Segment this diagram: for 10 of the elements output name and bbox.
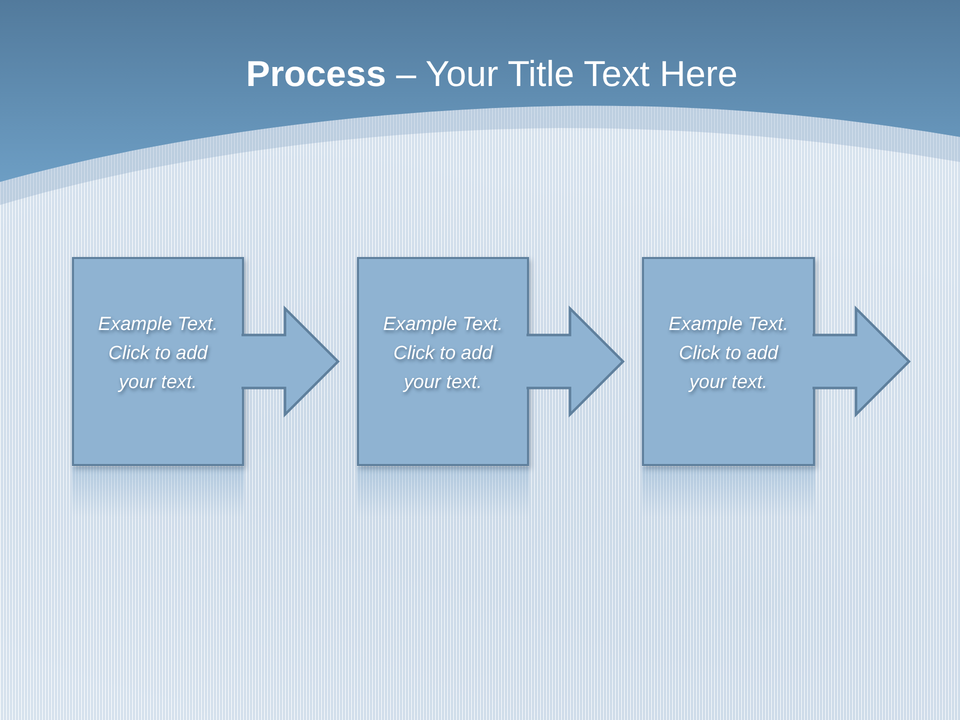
process-box [72, 257, 244, 466]
box-text: Example Text. Click to add your text. [668, 313, 790, 395]
block-arrow [811, 305, 911, 418]
process-box [357, 257, 529, 466]
process-box [642, 257, 815, 466]
box-text: Example Text. Click to add your text. [97, 313, 219, 395]
block-arrow [525, 305, 625, 418]
box-text: Example Text. Click to add your text. [382, 313, 504, 395]
slide-title: Process – Your Title Text Here [246, 52, 738, 96]
block-arrow [240, 305, 340, 418]
